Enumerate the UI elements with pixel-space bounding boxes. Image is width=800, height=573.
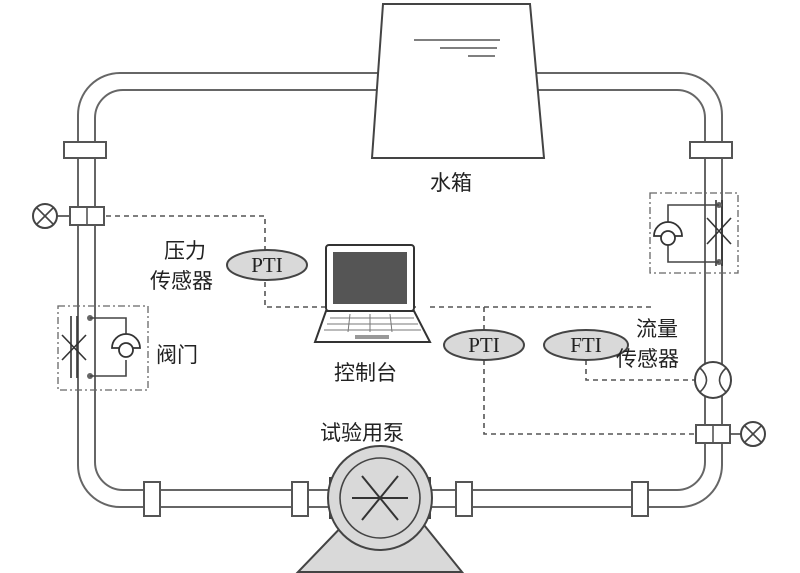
flow-meter — [694, 361, 732, 399]
flow-sensor-label-line1: 流量 — [636, 317, 678, 341]
impeller-icon — [352, 475, 408, 521]
valve-right — [649, 192, 739, 274]
flange-bottom-4 — [631, 481, 649, 517]
fti-indicator: FTI — [543, 329, 629, 361]
laptop-icon — [313, 244, 432, 343]
flange-left-top — [63, 141, 107, 159]
valve-left — [57, 305, 149, 391]
pump-label: 试验用泵 — [320, 421, 404, 445]
valve-label: 阀门 — [156, 343, 198, 367]
pressure-sensor-label-line1: 压力 — [164, 239, 206, 263]
pti-right-text: PTI — [468, 333, 500, 357]
flange-bottom-1 — [143, 481, 161, 517]
tank-label: 水箱 — [430, 171, 472, 195]
console-label: 控制台 — [334, 361, 397, 385]
flow-sensor-label-line2: 传感器 — [616, 347, 679, 371]
valve-actuator-icon — [653, 221, 683, 237]
pressure-tap-right — [695, 421, 766, 447]
water-tank — [370, 3, 546, 159]
test-pump — [295, 445, 465, 573]
pti-right-indicator: PTI — [443, 329, 525, 361]
flange-bottom-2 — [291, 481, 309, 517]
valve-actuator-icon — [111, 333, 141, 349]
pressure-sensor-label-line2: 传感器 — [150, 269, 213, 293]
pipe-flanges — [63, 141, 733, 517]
pti-left-text: PTI — [251, 253, 283, 277]
flange-right-top — [689, 141, 733, 159]
fti-text: FTI — [570, 333, 602, 357]
pressure-tap-left — [32, 203, 105, 229]
pti-left-indicator: PTI — [226, 249, 308, 281]
flange-bottom-3 — [455, 481, 473, 517]
